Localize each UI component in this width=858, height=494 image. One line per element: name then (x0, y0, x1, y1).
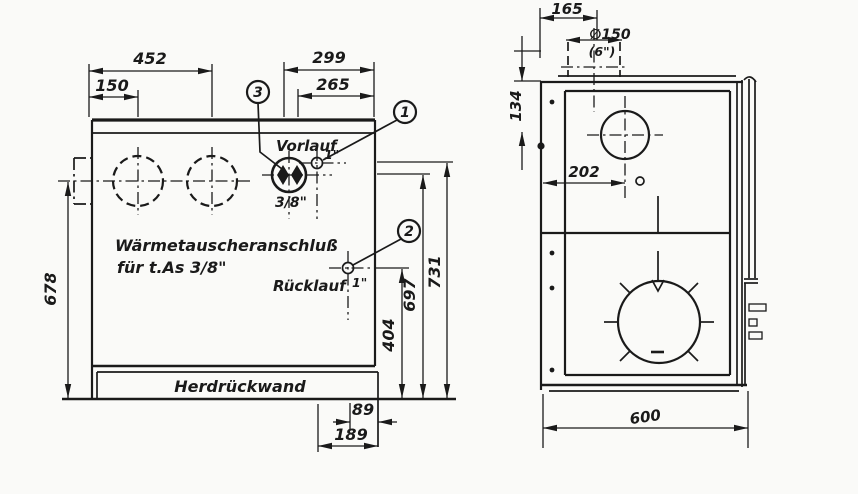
svg-text:731: 731 (425, 255, 444, 288)
svg-text:165: 165 (551, 0, 582, 18)
dim-165: 165 (539, 0, 598, 58)
svg-text:134: 134 (507, 90, 525, 121)
callout-2: 2 (352, 218, 422, 266)
ruecklauf-connection: Rücklauf 1" (273, 251, 371, 320)
dim-600: 600 (542, 391, 749, 448)
dim-flue-diameter: ∅150 (6") (566, 27, 631, 59)
callout-1: 1 (322, 99, 418, 161)
heat-exchanger-fitting: 3/8" (262, 151, 332, 219)
svg-text:89: 89 (352, 400, 374, 419)
dim-150: 150 (89, 76, 139, 117)
svg-text:189: 189 (334, 425, 367, 444)
svg-text:299: 299 (312, 48, 345, 67)
svg-text:(6"): (6") (589, 44, 616, 59)
svg-text:697: 697 (400, 277, 419, 311)
svg-text:202: 202 (568, 163, 599, 181)
dim-452: 452 (88, 49, 213, 117)
vorlauf-label: Vorlauf (276, 137, 339, 155)
left-bracket (73, 157, 92, 205)
dim-731: 731 (377, 161, 453, 398)
note-line2: für t.As 3/8" (117, 258, 226, 277)
flue-collar-top (561, 28, 627, 112)
dim-697: 697 (377, 173, 430, 398)
dim-189: 189 (317, 404, 378, 452)
rear-panel-label: Herdrückwand (174, 377, 306, 396)
dim-202: 202 (543, 163, 625, 187)
flue-opening-rear (587, 96, 663, 198)
dim-678: 678 (41, 182, 72, 398)
rivets (537, 99, 555, 373)
note-line1: Wärmetauscheranschluß (115, 236, 338, 255)
dim-299: 299 (283, 48, 375, 117)
svg-text:404: 404 (379, 318, 398, 352)
svg-text:678: 678 (41, 272, 60, 305)
rear-view-outline (62, 118, 456, 447)
svg-text:265: 265 (316, 75, 349, 94)
rear-panel-edge (743, 76, 758, 384)
fitting-size-label: 3/8" (275, 195, 307, 211)
heat-exchanger-note: Wärmetauscheranschluß für t.As 3/8" (115, 236, 338, 277)
dim-134: 134 (507, 36, 541, 170)
svg-text:600: 600 (629, 406, 663, 428)
svg-text:150: 150 (95, 76, 128, 95)
mounting-tabs (748, 303, 767, 340)
callout-3: 3 (245, 79, 283, 170)
dim-404: 404 (374, 267, 409, 398)
cleanout-bolt (635, 176, 645, 186)
svg-text:452: 452 (132, 49, 166, 68)
svg-text:∅150: ∅150 (589, 27, 630, 43)
damper-dial (604, 251, 714, 365)
rear-view: 3/8" Vorlauf 1" Rücklauf 1" Wärmetausche… (41, 48, 456, 452)
dim-265: 265 (297, 75, 374, 117)
dim-89: 89 (333, 400, 397, 429)
side-view-outline (539, 75, 747, 392)
svg-text:1: 1 (400, 105, 410, 121)
side-view: 165 ∅150 (6") 134 202 600 (507, 0, 767, 448)
vorlauf-connection: Vorlauf 1" (276, 137, 346, 219)
ruecklauf-label: Rücklauf (273, 277, 348, 295)
ruecklauf-size-label: 1" (352, 275, 367, 290)
svg-text:3: 3 (253, 85, 263, 101)
svg-text:2: 2 (404, 224, 414, 240)
